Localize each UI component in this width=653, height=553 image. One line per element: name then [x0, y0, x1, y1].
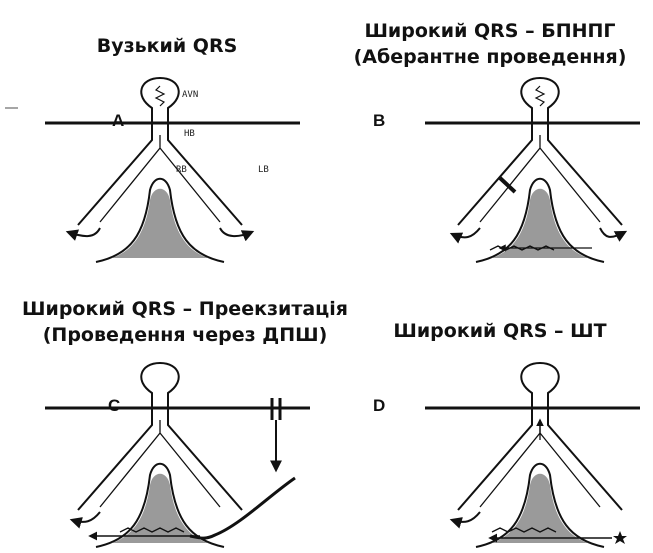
panel-a-hb-label: HB	[184, 129, 195, 139]
panel-b-letter: B	[373, 111, 385, 130]
panel-a-arrow-left	[68, 228, 100, 236]
panel-a-arrow-right	[220, 228, 252, 236]
panel-b-arrow-left-top	[452, 228, 480, 237]
panel-c-av-node	[141, 363, 178, 408]
panel-b	[425, 78, 640, 262]
panel-d	[425, 363, 640, 547]
panel-c-preexcitation-curve	[190, 478, 295, 538]
panel-a-letter: A	[112, 111, 124, 130]
panel-c-letter: C	[108, 396, 120, 415]
panel-d-focus-star-icon	[613, 531, 627, 544]
panel-b-arrow-right	[600, 228, 625, 237]
panel-c	[45, 363, 310, 547]
panel-b-block-bar	[500, 178, 515, 192]
panel-a-av-wavy	[156, 86, 164, 106]
panel-c-arrow-left	[72, 512, 100, 522]
panel-d-av-node	[521, 363, 558, 408]
panel-a-avn-label: AVN	[182, 90, 198, 100]
panel-b-av-wavy	[536, 86, 544, 106]
panel-d-letter: D	[373, 396, 385, 415]
panel-d-arrow-left	[452, 512, 480, 522]
panel-a-rb-label: RB	[176, 165, 187, 175]
panel-a-lb-label: LB	[258, 165, 269, 175]
